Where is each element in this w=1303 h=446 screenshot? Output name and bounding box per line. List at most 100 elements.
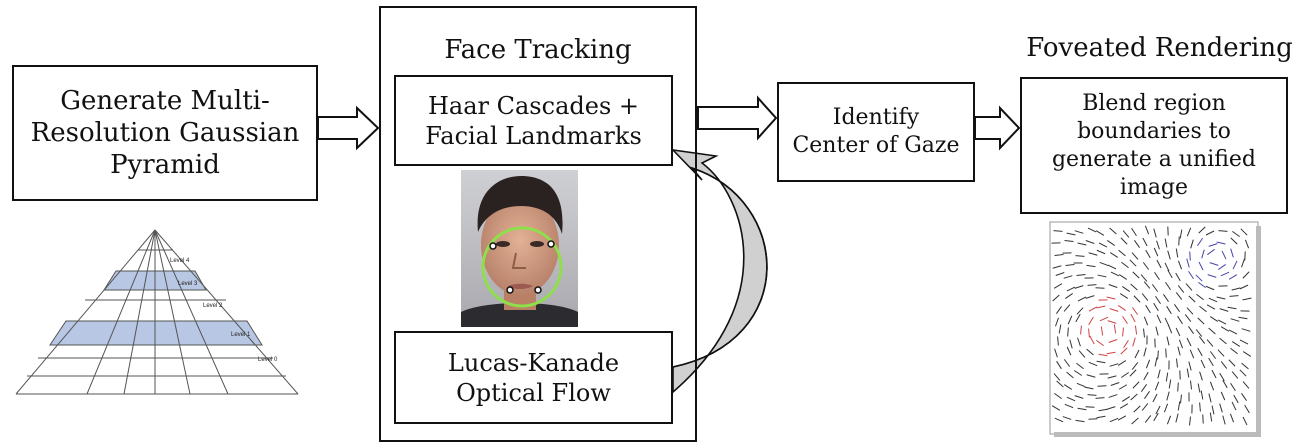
flow-stroke [1145,249,1151,259]
flow-stroke [1195,274,1203,282]
flow-stroke [1196,293,1204,301]
flow-stroke [1063,275,1073,279]
flow-stroke [1185,283,1193,291]
flow-stroke [1080,325,1082,335]
flow-stroke [1188,295,1196,303]
flow-stroke [1205,285,1215,291]
flow-stroke [1054,348,1058,358]
flow-stroke [1076,362,1084,370]
flow-stroke [1085,295,1095,299]
flow-stroke [1117,360,1127,366]
generate-pyramid-box: Generate Multi- Resolution Gaussian Pyra… [12,65,318,201]
flow-stroke [1063,384,1073,390]
flow-stroke [1200,390,1204,400]
flow-stroke [1232,260,1238,270]
flow-stroke [1088,252,1098,256]
flow-stroke [1086,264,1096,268]
flow-stroke [1153,247,1159,257]
flow-stroke [1055,272,1065,276]
flow-stroke [1219,403,1223,413]
flow-stroke [1217,349,1225,357]
flow-stroke [1239,284,1249,290]
flow-stroke [1175,272,1181,282]
flow-stroke [1077,337,1081,347]
flow-stroke [1219,308,1229,312]
flow-stroke [1242,271,1250,279]
flow-stroke [1117,415,1127,421]
flow-stroke [1222,379,1228,389]
flow-stroke [1189,349,1195,359]
flow-stroke [1209,381,1215,391]
flow-stroke [1155,326,1159,336]
flow-stroke [1198,336,1206,344]
flow-stroke [1077,407,1087,411]
flow-stroke [1142,262,1150,270]
flow-stroke [1206,339,1214,347]
flow-stroke [1121,286,1131,292]
flow-stroke [1244,239,1250,249]
flow-stroke [1064,239,1074,243]
flow-stroke [1145,359,1151,369]
flow-stroke [1227,306,1237,310]
flow-stroke [1058,324,1062,334]
flow-stroke [1095,397,1105,399]
flow-stroke [1075,313,1081,323]
flow-stroke [1208,327,1216,335]
flow-stroke [1222,415,1226,425]
flow-stroke [1121,261,1129,269]
flow-stroke [1141,403,1149,411]
flow-stroke [1167,250,1171,260]
flow-stroke [1190,239,1194,249]
flow-stroke [1207,248,1215,256]
flow-stroke [1131,227,1137,237]
flow-stroke [1067,327,1069,337]
flow-stroke [1119,403,1129,409]
flow-stroke [1143,281,1151,289]
flow-stroke [1056,380,1064,388]
foveated-line1: Blend region [1082,90,1226,116]
flow-stroke [1232,230,1240,238]
flow-stroke [1177,315,1183,325]
flow-stroke [1120,372,1130,378]
flow-stroke [1129,259,1137,267]
flow-stroke [1242,297,1252,301]
flow-stroke [1087,284,1097,286]
flow-stroke [1175,292,1183,300]
flow-stroke [1073,370,1083,376]
flow-stroke [1066,396,1076,402]
flow-stroke [1132,337,1136,347]
flow-stroke [1113,324,1117,334]
flow-stroke [1229,295,1239,297]
flow-stroke [1096,305,1106,309]
face-tracking-container [379,6,697,442]
flow-stroke [1197,317,1205,325]
flow-stroke [1134,349,1140,359]
flow-stroke [1156,314,1162,324]
flow-stroke [1228,329,1238,335]
flow-stroke [1064,403,1074,409]
flow-stroke [1175,327,1181,337]
flow-stroke [1106,351,1116,355]
flow-stroke [1099,316,1109,322]
flow-stroke [1077,242,1087,246]
flow-stroke [1118,384,1128,390]
flow-stroke [1107,320,1117,324]
flow-stroke [1134,325,1138,335]
flow-stroke [1140,274,1148,282]
lucas-kanade-box: Lucas-Kanade Optical Flow [394,331,673,424]
flow-stroke [1063,304,1071,312]
flow-stroke [1129,369,1137,377]
flow-stroke [1164,238,1168,248]
pyramid-label-level3: Level 3 [178,281,198,287]
haar-cascades-box: Haar Cascades + Facial Landmarks [394,75,673,166]
flow-stroke [1228,359,1236,367]
flow-stroke [1065,263,1075,267]
flow-stroke [1197,237,1203,247]
flow-stroke [1155,295,1161,305]
flow-stroke [1199,305,1207,313]
flow-stroke [1096,415,1106,419]
flow-stroke [1216,296,1226,300]
flow-stroke [1208,357,1214,367]
flow-stroke [1217,319,1227,325]
flow-stroke [1163,403,1169,413]
